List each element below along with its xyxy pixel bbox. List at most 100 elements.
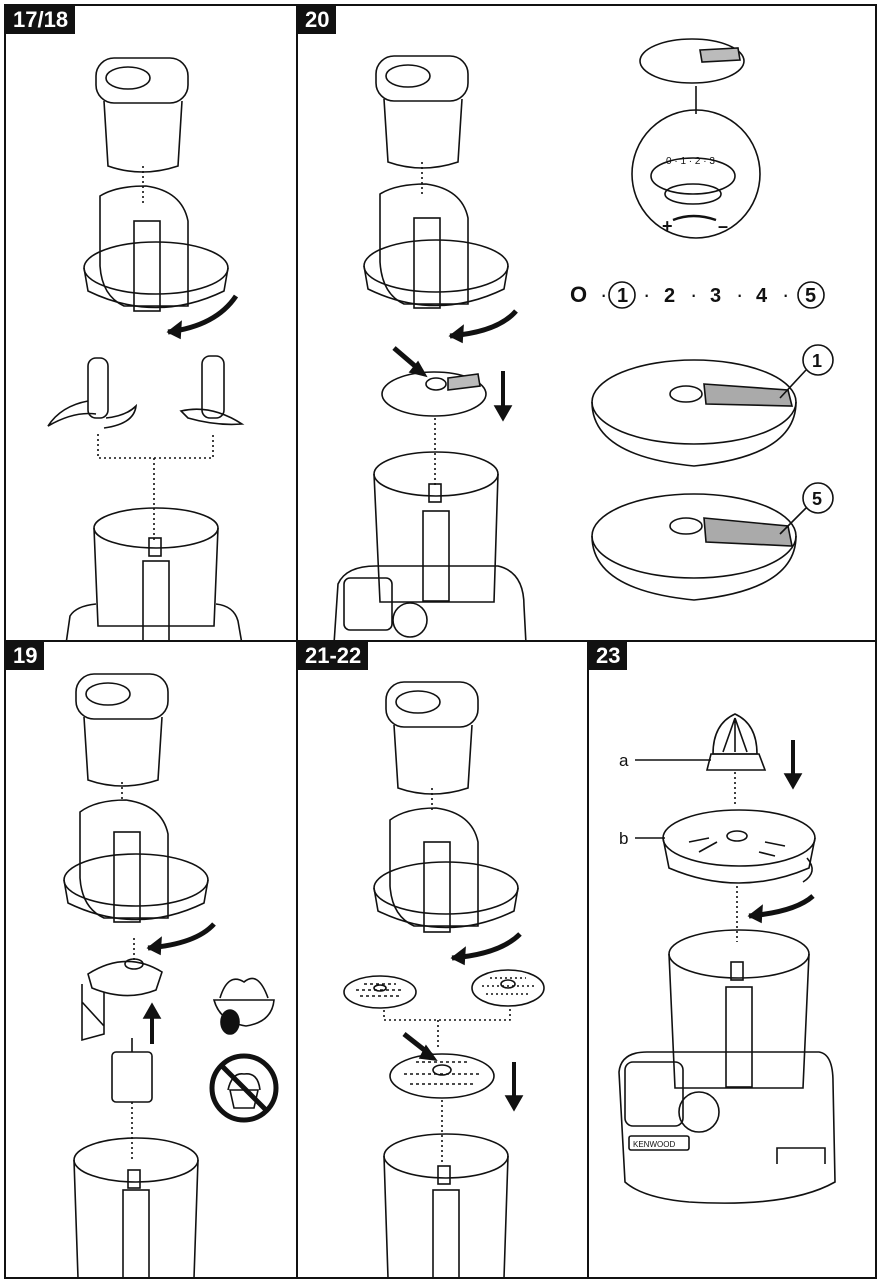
bowl-body	[93, 527, 219, 627]
panel-label: 20	[298, 6, 337, 34]
bowl-body	[668, 953, 810, 1089]
bowl-rim	[383, 1133, 509, 1179]
strainer-bowl-body	[662, 837, 816, 884]
callout-5-circle	[802, 482, 834, 514]
panel-label: 23	[589, 642, 628, 670]
lid-top	[63, 853, 209, 907]
pusher-cap-ring	[385, 64, 431, 88]
push-arrow-head	[418, 1044, 438, 1062]
dial-minus: –	[718, 216, 728, 236]
strainer-bowl	[662, 809, 816, 867]
bowl-body	[373, 473, 499, 603]
scale-1-circle	[608, 281, 636, 309]
grater-disc-coarse-holes	[482, 977, 534, 995]
adjuster-arrows	[672, 214, 717, 222]
pusher-body	[103, 100, 183, 173]
disc-thin-edge	[591, 401, 797, 467]
no-cake-slash	[220, 1064, 268, 1112]
panel-label: 19	[6, 642, 45, 670]
panel-20-illustration: O · 1 · 2 · 3 · 4 · 5 0 · 1 · 2 · 3 + –	[333, 38, 834, 640]
scale-4: 4	[756, 285, 768, 307]
rotate-arrow-head	[747, 904, 763, 924]
speed-scale: O · 1 · 2 · 3 · 4 · 5	[570, 281, 825, 309]
bowl-spindle	[127, 1169, 141, 1189]
cream-icon	[212, 999, 275, 1027]
up-arrow-head	[142, 1002, 162, 1019]
feed-tube	[79, 799, 169, 919]
callout-leader-1	[779, 369, 807, 399]
bowl-spindle	[437, 1165, 451, 1185]
whisk-hub	[124, 958, 144, 970]
grater-disc-fine-holes	[356, 983, 404, 997]
grater-disc-active-holes	[404, 1061, 480, 1085]
zoom-circle	[631, 109, 761, 239]
pusher-cap	[375, 55, 469, 102]
lid-rim	[83, 267, 229, 309]
bowl-handle	[142, 560, 170, 640]
cream-swirl	[219, 977, 269, 999]
dial-ticks: 0 · 1 · 2 · 3	[666, 156, 715, 167]
blade-left-lower	[103, 403, 138, 429]
grater-disc-active-hub	[432, 1064, 452, 1076]
scale-sep: ·	[690, 282, 697, 307]
callout-1: 1	[812, 351, 822, 371]
no-cake-icon	[209, 1053, 279, 1123]
blade-choice-bracket	[97, 434, 214, 459]
control-dial	[392, 602, 428, 638]
bowl-spindle	[730, 961, 744, 981]
feed-tube-inner	[423, 841, 451, 933]
disc-thick-blade	[703, 517, 793, 547]
bowl-body	[383, 1155, 509, 1277]
strainer-ribs	[688, 837, 786, 857]
bowl-rim	[668, 929, 810, 979]
panel-label: 21-22	[298, 642, 369, 670]
strainer-center	[726, 830, 748, 842]
control-panel	[343, 577, 393, 631]
panel-19: 19	[4, 640, 298, 1279]
lid-rim	[363, 265, 509, 307]
push-arrow-head	[408, 360, 428, 378]
base-unit	[65, 603, 243, 640]
scale-0: O	[570, 282, 587, 307]
lid-top	[83, 241, 229, 295]
pusher-body	[83, 716, 163, 787]
scale-5-circle	[797, 281, 825, 309]
control-panel	[624, 1061, 684, 1127]
rotate-arrow-head	[448, 324, 464, 344]
blade-left-upper	[47, 400, 97, 427]
down-arrow-head	[783, 773, 803, 790]
feed-tube	[99, 185, 189, 307]
bowl-handle	[122, 1189, 150, 1277]
rotate-arrow-head	[146, 936, 162, 956]
feed-tube-inner	[413, 217, 441, 309]
lid-top	[373, 861, 519, 915]
label-b: b	[619, 829, 628, 848]
disc-thick-hub	[669, 517, 703, 535]
brand-text: KENWOOD	[633, 1140, 675, 1149]
pusher-body	[393, 724, 473, 795]
grater-disc-coarse	[471, 969, 545, 1007]
pusher-body	[383, 98, 463, 169]
panel-20: O · 1 · 2 · 3 · 4 · 5 0 · 1 · 2 · 3 + –	[296, 4, 877, 642]
scale-sep: ·	[643, 282, 650, 307]
bowl-rim	[93, 507, 219, 549]
blade-left-shaft	[87, 357, 109, 419]
scale-2: 2	[664, 285, 675, 307]
disc-preview-blade	[699, 47, 741, 63]
panel-19-illustration	[63, 673, 279, 1277]
pusher-cap	[385, 681, 479, 728]
strainer-spout	[802, 857, 813, 883]
panel-21-22: 21-22	[296, 640, 589, 1279]
slicing-disc-hub	[425, 377, 447, 391]
rotate-arrow-head	[166, 320, 182, 340]
bowl-spindle	[428, 483, 442, 503]
grater-disc-fine	[343, 975, 417, 1009]
scale-3: 3	[710, 285, 721, 307]
callout-1-circle	[802, 344, 834, 376]
disc-thin-blade	[703, 383, 794, 407]
feed-tube	[379, 183, 469, 305]
lid-rim	[373, 887, 519, 929]
bowl-body	[73, 1159, 199, 1277]
dial-plus: +	[662, 216, 673, 236]
